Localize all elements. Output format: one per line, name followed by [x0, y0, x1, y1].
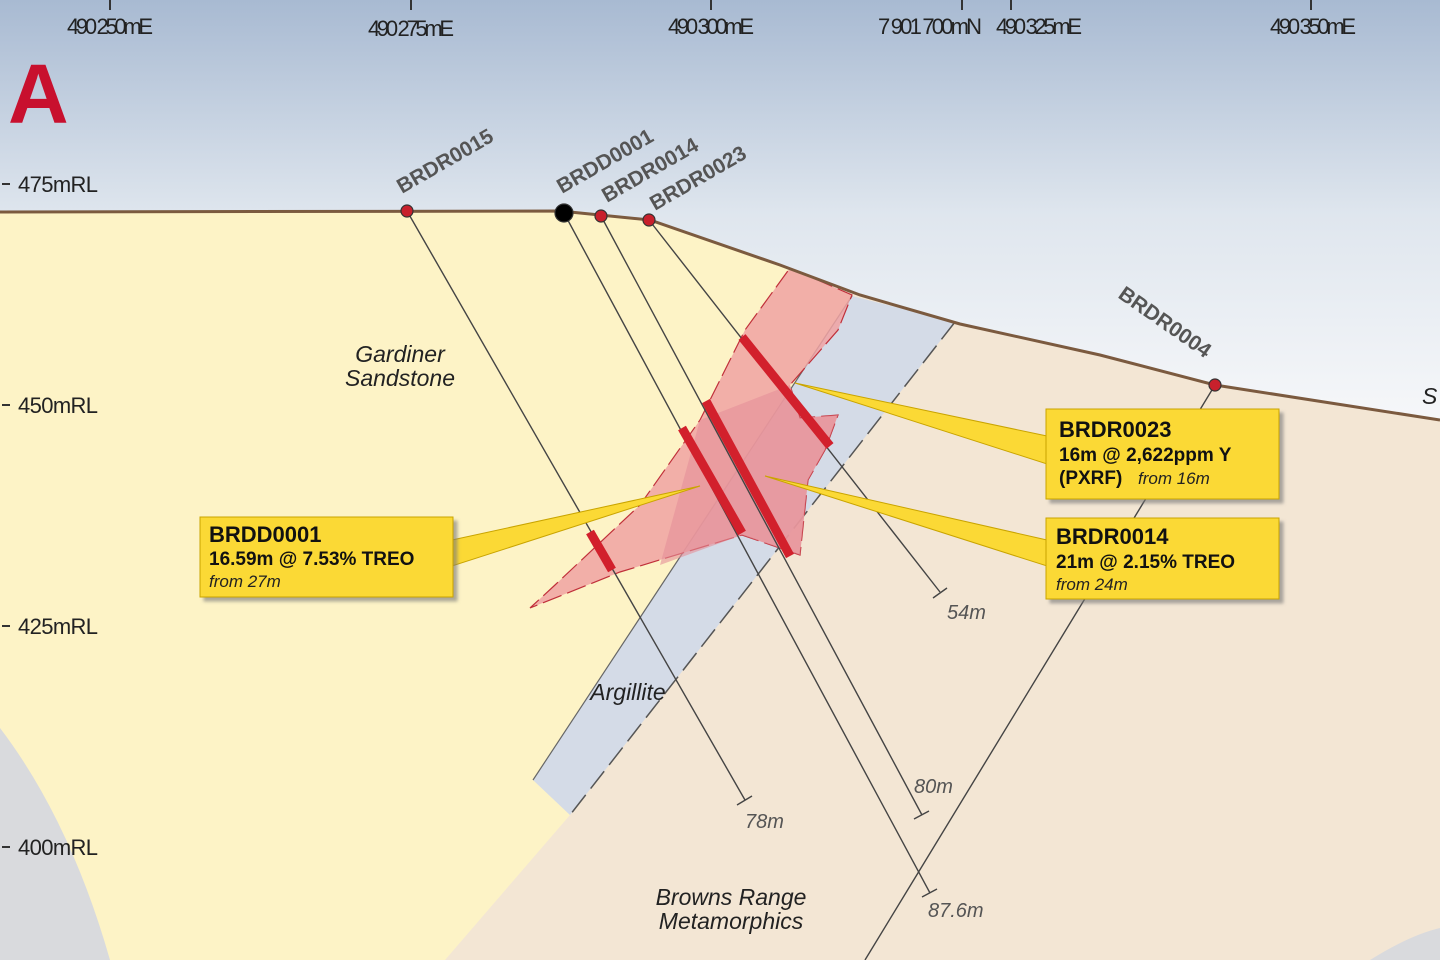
end-of-hole-tick — [736, 795, 753, 806]
drill-trace-brdr0014 — [600, 215, 923, 816]
topographic-surface — [0, 209, 1440, 422]
callout-result: 21m @ 2.15% TREO — [1056, 552, 1235, 573]
callout-brdr0014: BRDR0014 21m @ 2.15% TREO from 24m — [1045, 517, 1280, 600]
formation-label-metamorphics: Metamorphics — [659, 908, 804, 934]
formation-label-argillite: Argillite — [588, 679, 665, 705]
drill-trace-brdd0001 — [563, 212, 931, 894]
collar-brdr0023[interactable] — [642, 213, 656, 227]
end-of-hole-tick — [913, 810, 930, 820]
callout-from: from 27m — [209, 572, 281, 591]
basement-grey-right — [1370, 928, 1440, 960]
callout-brdd0001: BRDD0001 16.59m @ 7.53% TREO from 27m — [199, 516, 454, 598]
drill-trace-brdr0015 — [406, 210, 746, 801]
callout-from: from 16m — [1138, 469, 1210, 488]
section-label: A — [8, 47, 69, 141]
formation-label-partial: S — [1422, 383, 1438, 409]
northing-label: 7 901 700mN — [878, 14, 982, 39]
axis-ticks — [2, 0, 1312, 848]
rl-label: 450mRL — [18, 393, 98, 418]
easting-label: 490 325mE — [996, 14, 1082, 39]
rl-label: 475mRL — [18, 172, 98, 197]
collar-brdd0001[interactable] — [554, 203, 574, 223]
callout-result: 16.59m @ 7.53% TREO — [209, 549, 414, 570]
intercept-brdr0014 — [702, 398, 794, 559]
formation-label-sandstone: Sandstone — [345, 365, 455, 391]
intercepts — [586, 334, 834, 573]
formation-label-metamorphics: Browns Range — [656, 884, 807, 910]
callout-title: BRDR0014 — [1056, 524, 1169, 549]
callout-from: from 24m — [1056, 575, 1128, 594]
depth-label-brdr0015: 78m — [745, 811, 784, 833]
callout-title: BRDD0001 — [209, 522, 322, 547]
easting-label: 490 350mE — [1270, 14, 1356, 39]
depth-label-brdr0023: 54m — [947, 602, 986, 624]
intercept-brdd0001 — [678, 425, 746, 536]
easting-label: 490 275mE — [368, 16, 454, 41]
collar-brdr0015[interactable] — [400, 204, 414, 218]
depth-label-brdd0001: 87.6m — [928, 900, 984, 922]
formation-label-sandstone: Gardiner — [355, 341, 446, 367]
end-of-hole-tick — [932, 587, 948, 599]
rl-label: 425mRL — [18, 614, 98, 639]
end-of-hole-tick — [921, 888, 938, 898]
callout-method: (PXRF) — [1059, 468, 1122, 489]
collar-brdr0004[interactable] — [1208, 378, 1222, 392]
rl-label: 400mRL — [18, 835, 98, 860]
easting-label: 490 300mE — [668, 14, 754, 39]
intercept-brdr0023 — [738, 334, 834, 449]
argillite-unit — [533, 296, 955, 815]
basement-grey-left — [0, 728, 110, 960]
callout-pointers — [451, 382, 1048, 567]
easting-label: 490 250mE — [67, 14, 153, 39]
collar-brdr0014[interactable] — [594, 209, 608, 223]
depth-label-brdr0014: 80m — [914, 776, 953, 798]
callout-brdr0023: BRDR0023 16m @ 2,622ppm Y (PXRF) from 16… — [1045, 408, 1280, 500]
intercept-brdr0015 — [586, 529, 616, 573]
callout-result: 16m @ 2,622ppm Y — [1059, 445, 1232, 466]
callout-title: BRDR0023 — [1059, 417, 1172, 442]
